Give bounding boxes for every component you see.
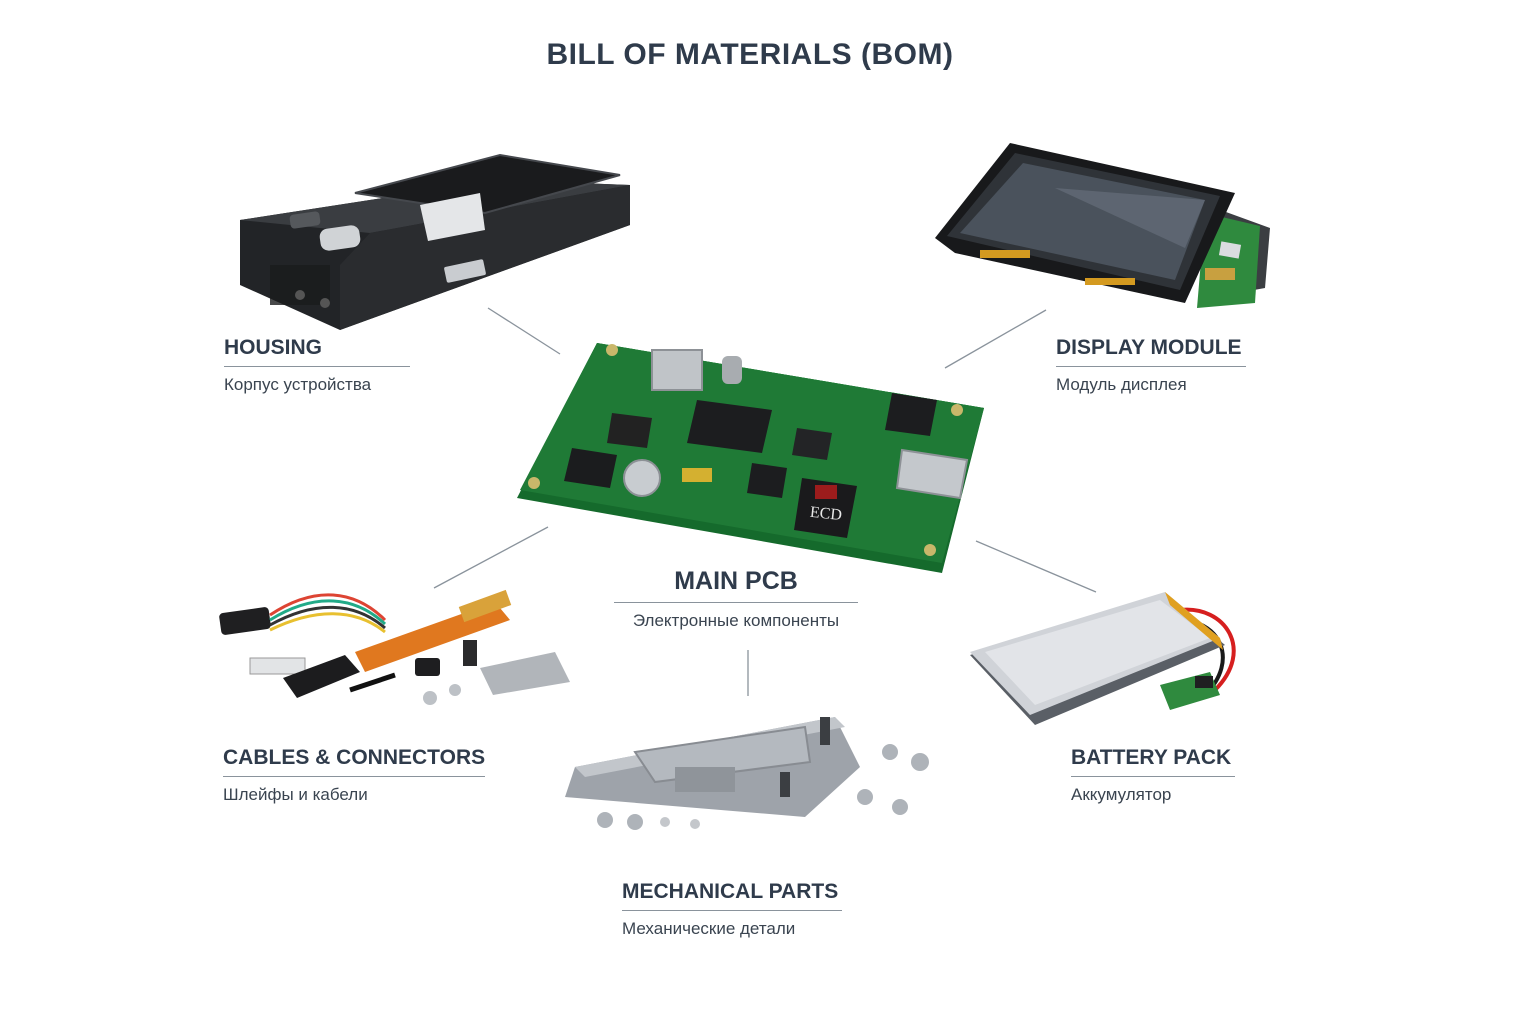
- housing-image: [240, 153, 630, 330]
- battery-pack-name: BATTERY PACK: [1071, 746, 1235, 777]
- connector-line-housing: [487, 307, 561, 355]
- housing-label: HOUSING Корпус устройства: [224, 336, 410, 395]
- housing-subtitle: Корпус устройства: [224, 375, 372, 394]
- main-pcb-name: MAIN PCB: [614, 567, 858, 603]
- connector-line-battery: [975, 540, 1097, 593]
- mechanical-parts-subtitle: Механические детали: [622, 919, 796, 938]
- mechanical-parts-label: MECHANICAL PARTS Механические детали: [622, 880, 842, 939]
- main-pcb-image: ECD: [517, 343, 984, 573]
- battery-pack-subtitle: Аккумулятор: [1071, 785, 1172, 804]
- connector-line-cables: [433, 526, 549, 589]
- main-pcb-subtitle: Электронные компоненты: [632, 611, 840, 630]
- page-title: BILL OF MATERIALS (BOM): [546, 38, 954, 71]
- display-module-label: DISPLAY MODULE Модуль дисплея: [1056, 336, 1246, 395]
- battery-pack-label: BATTERY PACK Аккумулятор: [1071, 746, 1235, 805]
- housing-name: HOUSING: [224, 336, 410, 367]
- cables-connectors-label: CABLES & CONNECTORS Шлейфы и кабели: [223, 746, 486, 805]
- cables-connectors-subtitle: Шлейфы и кабели: [223, 785, 368, 804]
- display-module-name: DISPLAY MODULE: [1056, 336, 1246, 367]
- mechanical-parts-name: MECHANICAL PARTS: [622, 880, 842, 911]
- battery-pack-image: [970, 592, 1236, 725]
- display-module-image: [935, 143, 1270, 308]
- connector-line-display: [944, 309, 1047, 369]
- display-module-subtitle: Модуль дисплея: [1056, 375, 1187, 394]
- mechanical-parts-image: [565, 717, 929, 830]
- main-pcb-label: MAIN PCB Электронные компоненты: [614, 567, 858, 631]
- cables-connectors-image: [219, 589, 570, 705]
- cables-connectors-name: CABLES & CONNECTORS: [223, 746, 486, 777]
- pcb-chip-marking: ECD: [809, 504, 843, 524]
